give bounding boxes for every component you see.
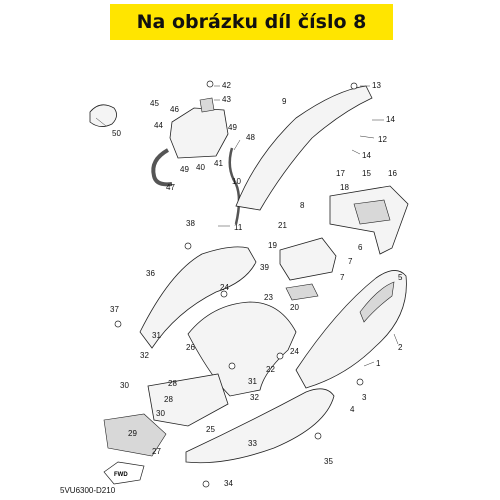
- callout-34: 34: [224, 479, 233, 488]
- part-seat-panel-grid: [353, 199, 391, 225]
- callout-39: 39: [260, 263, 269, 272]
- callout-7a: 7: [348, 257, 353, 266]
- callout-18: 18: [340, 183, 349, 192]
- callout-6: 6: [358, 243, 363, 252]
- callout-32a: 32: [140, 351, 149, 360]
- bolt-icon: [228, 362, 236, 370]
- callout-38: 38: [186, 219, 195, 228]
- callout-23: 23: [264, 293, 273, 302]
- part-tank-neck: [199, 97, 215, 113]
- part-lower-cover: [185, 388, 335, 464]
- callout-19: 19: [268, 241, 277, 250]
- callout-49b: 49: [180, 165, 189, 174]
- callout-32b: 32: [250, 393, 259, 402]
- part-tray: [279, 237, 337, 281]
- callout-2: 2: [398, 343, 403, 352]
- banner-text: Na obrázku díl číslo 8: [136, 11, 367, 33]
- bolt-icon: [184, 242, 192, 250]
- callout-17: 17: [336, 169, 345, 178]
- bolt-icon: [356, 378, 364, 386]
- part-hose-long: [228, 147, 241, 225]
- fwd-arrow-icon: [103, 461, 145, 485]
- callout-24a: 24: [220, 283, 229, 292]
- part-side-panel-stripe: [359, 281, 395, 323]
- callout-25: 25: [206, 425, 215, 434]
- callout-3: 3: [362, 393, 367, 402]
- bolt-icon: [314, 432, 322, 440]
- part-hose: [151, 148, 173, 187]
- callout-45: 45: [150, 99, 159, 108]
- callout-35: 35: [324, 457, 333, 466]
- callout-40: 40: [196, 163, 205, 172]
- callout-29: 29: [128, 429, 137, 438]
- callout-8: 8: [300, 201, 305, 210]
- callout-7b: 7: [340, 273, 345, 282]
- callout-28b: 28: [164, 395, 173, 404]
- callout-30a: 30: [120, 381, 129, 390]
- fwd-label: FWD: [114, 472, 128, 478]
- bolt-icon: [276, 352, 284, 360]
- callout-46: 46: [170, 105, 179, 114]
- leader-lines: [95, 85, 399, 367]
- callout-14a: 14: [386, 115, 395, 124]
- callout-12: 12: [378, 135, 387, 144]
- callout-28a: 28: [168, 379, 177, 388]
- part-number-banner: Na obrázku díl číslo 8: [110, 4, 393, 40]
- callout-14b: 14: [362, 151, 371, 160]
- callout-49a: 49: [228, 123, 237, 132]
- callout-43: 43: [222, 95, 231, 104]
- callout-20: 20: [290, 303, 299, 312]
- part-side-cover-8: [235, 85, 373, 211]
- callout-44: 44: [154, 121, 163, 130]
- bolt-icon: [202, 480, 210, 488]
- callout-41: 41: [214, 159, 223, 168]
- bolt-icon: [350, 82, 358, 90]
- callout-31b: 31: [248, 377, 257, 386]
- callout-5: 5: [398, 273, 403, 282]
- callout-13: 13: [372, 81, 381, 90]
- bolt-icon: [114, 320, 122, 328]
- callout-1: 1: [376, 359, 381, 368]
- callout-31a: 31: [152, 331, 161, 340]
- part-mud-flap: [103, 413, 167, 457]
- bolt-icon: [220, 290, 228, 298]
- callout-10: 10: [232, 177, 241, 186]
- callout-48: 48: [246, 133, 255, 142]
- part-reservoir-cap: [89, 104, 117, 127]
- callout-22: 22: [266, 365, 275, 374]
- callout-47: 47: [166, 183, 175, 192]
- diagram-code: 5VU6300-D210: [60, 486, 116, 495]
- callout-4: 4: [350, 405, 355, 414]
- parts-artwork: FWD: [89, 80, 409, 488]
- callout-21: 21: [278, 221, 287, 230]
- callout-30b: 30: [156, 409, 165, 418]
- callout-36: 36: [146, 269, 155, 278]
- callout-labels: 1 2 3 4 5 6 7 7 8 9 10 11 12 13 14 14 15…: [110, 81, 403, 488]
- bolt-icon: [206, 80, 214, 88]
- part-pad: [285, 283, 319, 301]
- callout-16: 16: [388, 169, 397, 178]
- callout-11: 11: [234, 223, 243, 232]
- callout-15: 15: [362, 169, 371, 178]
- callout-26: 26: [186, 343, 195, 352]
- callout-27: 27: [152, 447, 161, 456]
- callout-37: 37: [110, 305, 119, 314]
- part-overflow-tank: [169, 107, 229, 159]
- callout-24b: 24: [290, 347, 299, 356]
- part-bracket: [147, 373, 229, 427]
- part-rear-cover-36: [139, 246, 257, 349]
- callout-42: 42: [222, 81, 231, 90]
- callout-9: 9: [282, 97, 287, 106]
- callout-33: 33: [248, 439, 257, 448]
- callout-50: 50: [112, 129, 121, 138]
